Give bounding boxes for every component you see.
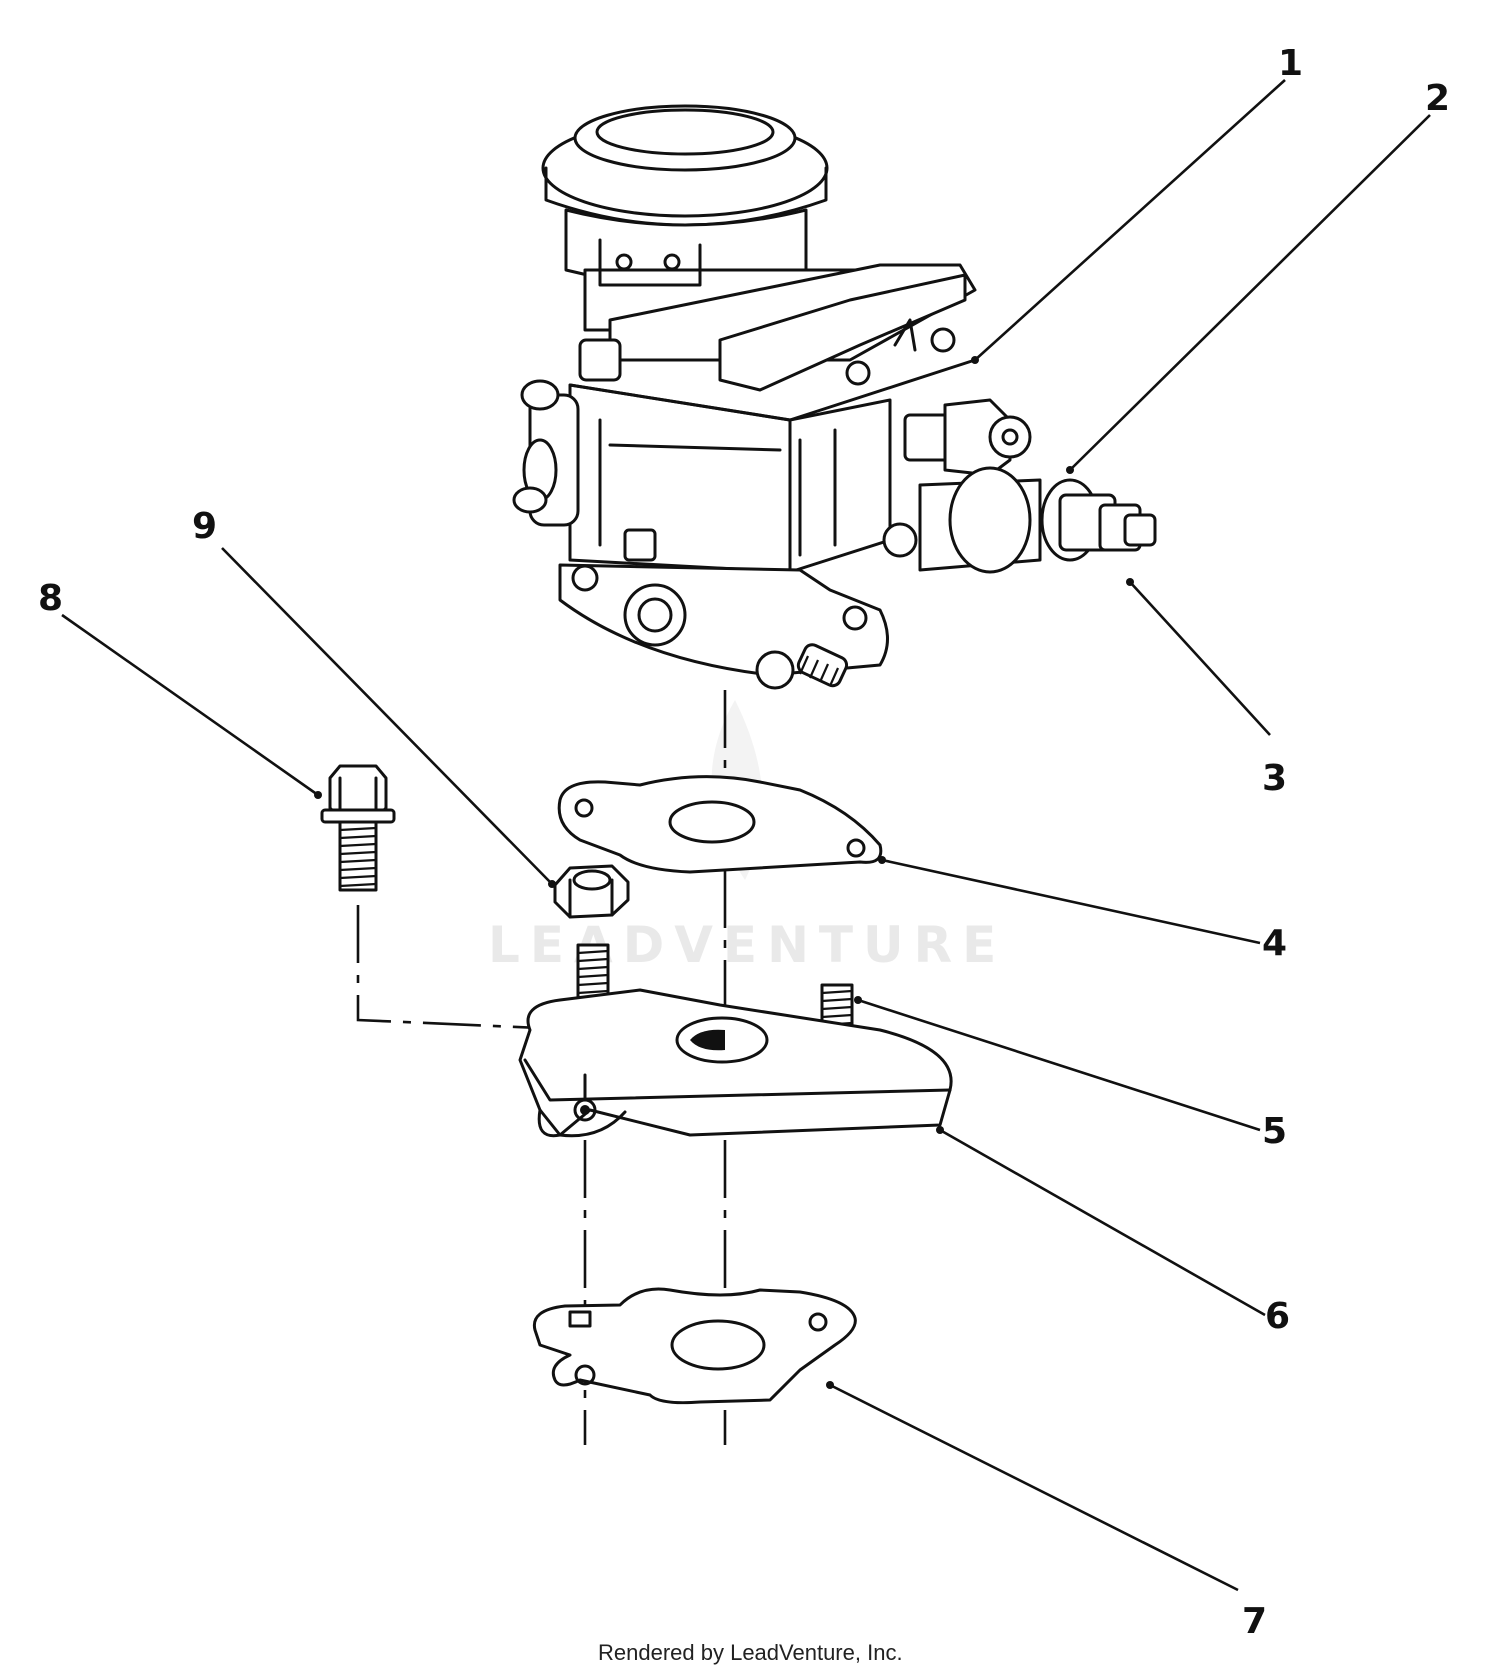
leader-1: [974, 79, 1286, 361]
footer-credit: Rendered by LeadVenture, Inc.: [598, 1640, 903, 1665]
callout-6: 6: [1265, 1296, 1290, 1337]
leader-3: [1129, 581, 1271, 736]
leader-4: [881, 858, 1261, 945]
leader-9: [221, 547, 553, 885]
callout-1: 1: [1278, 43, 1303, 84]
stop-screw-thread: [796, 643, 849, 688]
upper-gasket: [557, 775, 883, 874]
leader-6: [939, 1128, 1266, 1317]
callout-3: 3: [1262, 758, 1287, 799]
callout-9: 9: [192, 506, 217, 547]
carburetor: [512, 104, 1157, 690]
carburetor-spacer: [518, 988, 953, 1138]
callout-8: 8: [38, 578, 63, 619]
leader-2: [1069, 114, 1431, 471]
lower-gasket: [532, 1287, 857, 1405]
leader-5: [857, 998, 1261, 1132]
leader-7: [829, 1383, 1239, 1592]
callout-2: 2: [1425, 78, 1450, 119]
hex-bolt: [320, 764, 396, 892]
watermark-text: LEADVENTURE: [488, 916, 1006, 974]
callout-4: 4: [1262, 923, 1287, 964]
hex-nut: [553, 864, 630, 919]
leader-8: [61, 613, 319, 797]
callout-7: 7: [1242, 1601, 1267, 1642]
callout-5: 5: [1262, 1111, 1287, 1152]
